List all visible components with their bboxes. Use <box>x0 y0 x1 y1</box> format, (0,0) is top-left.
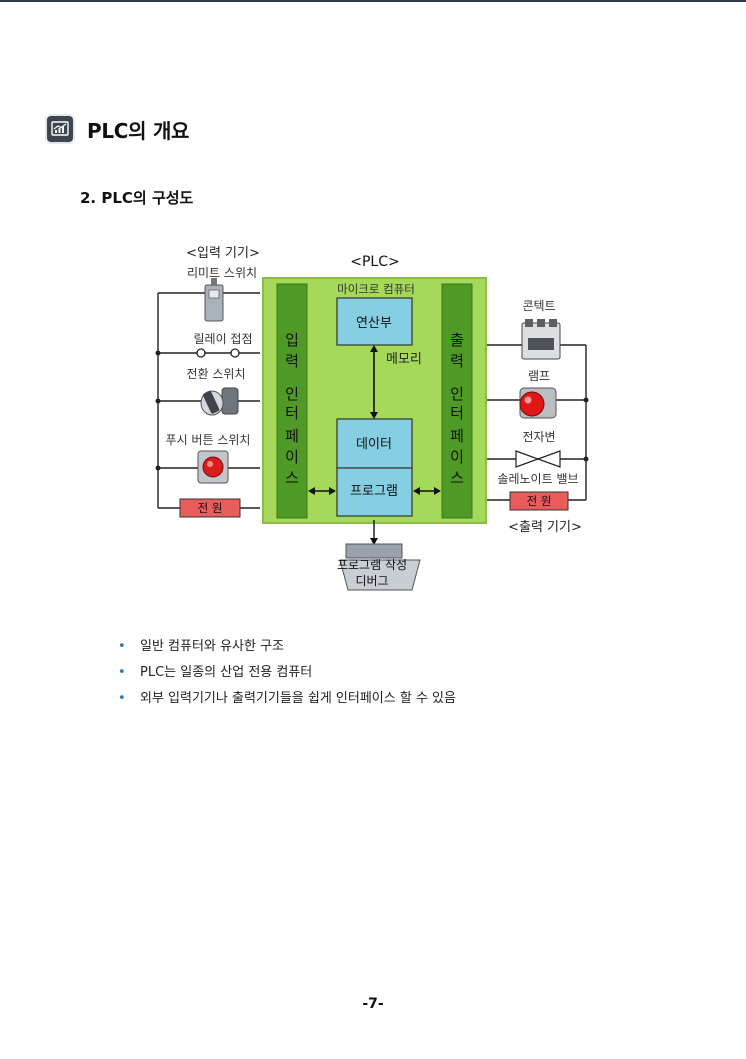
output-interface-char: 출 <box>450 331 464 349</box>
debug-label: 디버그 <box>355 574 388 588</box>
contactor-icon <box>521 319 561 360</box>
bus-arrows <box>308 487 441 495</box>
output-interface-label: 출력 인터 페이 스 <box>450 331 464 487</box>
output-interface-char: 페 <box>450 427 464 445</box>
output-interface-char: 터 <box>450 404 464 422</box>
program-label: 프로그램 <box>350 484 398 499</box>
program-box <box>336 467 413 517</box>
input-interface-char: 이 <box>285 448 299 466</box>
data-box <box>336 418 413 469</box>
page-title-row: PLC의 개요 <box>47 115 189 143</box>
output-interface-char: 인 <box>450 385 464 403</box>
plc-label: <PLC> <box>350 254 399 270</box>
input-interface-char: 터 <box>285 404 299 422</box>
input-interface-char: 스 <box>285 469 299 487</box>
list-item: • 외부 입력기기나 출력기기들을 쉽게 인터페이스 할 수 있음 <box>118 689 456 715</box>
output-power-label: 전 원 <box>527 494 552 508</box>
relay-contact-icon <box>196 348 240 358</box>
memory-arrow <box>370 345 378 419</box>
bullet-dot: • <box>118 665 126 680</box>
push-button-label: 푸시 버튼 스위치 <box>166 433 251 447</box>
input-interface-char: 입 <box>285 331 299 349</box>
output-power-box <box>509 491 569 511</box>
relay-contact-label: 릴레이 접점 <box>193 332 252 346</box>
input-interface-label: 입력 인터 페이 스 <box>285 331 299 487</box>
selector-switch-icon <box>200 387 239 416</box>
list-item-text: 외부 입력기기나 출력기기들을 쉽게 인터페이스 할 수 있음 <box>140 691 456 706</box>
bullet-dot: • <box>118 691 126 706</box>
list-item: • PLC는 일종의 산업 전용 컴퓨터 <box>118 663 456 689</box>
input-devices-label: <입력 기기> <box>186 246 260 261</box>
bullet-dot: • <box>118 639 126 654</box>
input-interface-bar <box>276 283 308 519</box>
bullet-list: • 일반 컴퓨터와 유사한 구조 • PLC는 일종의 산업 전용 컴퓨터 • 외부 … <box>118 637 456 715</box>
laptop-icon <box>339 543 421 591</box>
limit-switch-label: 리미트 스위치 <box>187 266 257 280</box>
selector-switch-label: 전환 스위치 <box>186 367 245 381</box>
list-item-text: 일반 컴퓨터와 유사한 구조 <box>140 639 284 654</box>
input-power-box <box>179 498 241 518</box>
programming-tool-label: 프로그램 작성 <box>337 558 407 572</box>
output-interface-bar <box>441 283 473 519</box>
limit-switch-icon <box>204 278 224 322</box>
output-interface-char: 력 <box>450 352 464 370</box>
input-interface-char: 페 <box>285 427 299 445</box>
lamp-label: 램프 <box>528 369 550 383</box>
list-item-text: PLC는 일종의 산업 전용 컴퓨터 <box>140 665 313 680</box>
programmer-arrow <box>370 520 378 545</box>
page-number: -7- <box>362 996 384 1012</box>
lamp-icon <box>519 387 557 419</box>
output-interface-char: 이 <box>450 448 464 466</box>
solenoid-valve-sub-label: 솔레노이트 밸브 <box>497 472 578 486</box>
page-title: PLC의 개요 <box>87 118 190 143</box>
solenoid-valve-icon <box>515 450 561 468</box>
output-interface-char: 스 <box>450 469 464 487</box>
microcomputer-label: 마이크로 컴퓨터 <box>337 282 415 296</box>
input-interface-char: 인 <box>285 385 299 403</box>
solenoid-valve-label: 전자변 <box>522 430 555 444</box>
chart-presentation-icon <box>47 116 73 142</box>
input-interface-char: 력 <box>285 352 299 370</box>
push-button-icon <box>197 450 229 484</box>
arithmetic-unit-box <box>336 297 413 346</box>
top-border-rule <box>0 0 746 2</box>
arithmetic-unit-label: 연산부 <box>356 316 392 331</box>
memory-label: 메모리 <box>386 352 422 367</box>
section-heading: 2. PLC의 구성도 <box>80 189 194 207</box>
data-label: 데이터 <box>356 437 392 452</box>
input-power-label: 전 원 <box>198 501 223 515</box>
output-devices-label: <출력 기기> <box>508 520 582 535</box>
list-item: • 일반 컴퓨터와 유사한 구조 <box>118 637 456 663</box>
contactor-label: 콘텍트 <box>522 299 555 313</box>
